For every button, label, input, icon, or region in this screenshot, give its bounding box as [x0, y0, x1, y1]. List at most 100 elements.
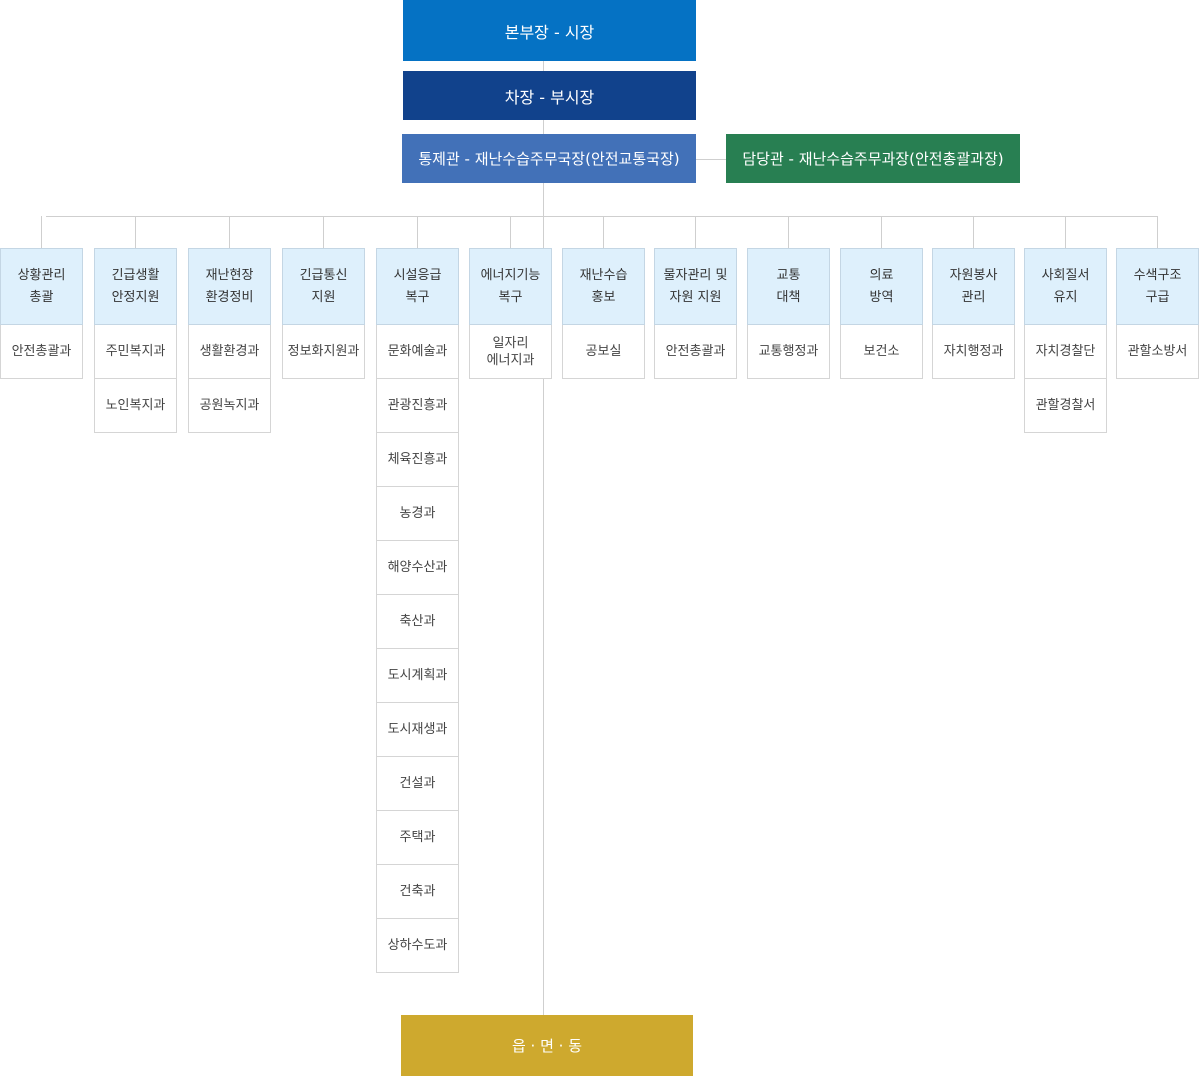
unit-name: 체육진흥과 [387, 452, 448, 467]
department-title-line: 안정지원 [111, 289, 160, 305]
column-drop-line [881, 216, 882, 248]
department-title-line: 구급 [1145, 289, 1170, 305]
unit-name: 노인복지과 [105, 398, 166, 413]
department-title-line: 시설응급 [393, 267, 442, 283]
column-drop-line [510, 216, 511, 248]
unit-cell: 해양수산과 [376, 541, 459, 595]
department-title-line: 복구 [405, 289, 430, 305]
department-title-line: 물자관리 및 [663, 267, 728, 283]
column-drop-line [229, 216, 230, 248]
town-district-label: 읍 · 면 · 동 [511, 1037, 582, 1055]
unit-name: 상하수도과 [387, 938, 448, 953]
unit-cell: 관할경찰서 [1024, 379, 1107, 433]
unit-cell: 생활환경과 [188, 325, 271, 379]
unit-name: 생활환경과 [199, 344, 260, 359]
unit-cell: 관할소방서 [1116, 325, 1199, 379]
unit-cell: 공보실 [562, 325, 645, 379]
unit-name: 문화예술과 [387, 344, 448, 359]
unit-cell: 건축과 [376, 865, 459, 919]
column-drop-line [417, 216, 418, 248]
headquarters-label: 본부장 - 시장 [504, 22, 595, 42]
department-title-line: 방역 [869, 289, 894, 305]
column-drop-line [135, 216, 136, 248]
unit-cell: 도시계획과 [376, 649, 459, 703]
department-title-line: 긴급생활 [111, 267, 160, 283]
unit-name: 주민복지과 [105, 344, 166, 359]
department-title-line: 재난수습 [579, 267, 628, 283]
spine-line [543, 61, 544, 1015]
department-title-line: 홍보 [591, 289, 616, 305]
department-title-line: 재난현장 [205, 267, 254, 283]
department-title-line: 의료 [869, 267, 894, 283]
unit-cell: 체육진흥과 [376, 433, 459, 487]
branch-line [46, 216, 1157, 217]
unit-cell: 축산과 [376, 595, 459, 649]
unit-name: 자치경찰단 [1035, 344, 1096, 359]
unit-cell: 주택과 [376, 811, 459, 865]
department-title-line: 수색구조 [1133, 267, 1182, 283]
unit-name: 도시재생과 [387, 722, 448, 737]
unit-name: 안전총괄과 [11, 344, 72, 359]
controller-label: 통제관 - 재난수습주무국장(안전교통국장) [418, 150, 680, 168]
unit-cell: 안전총괄과 [0, 325, 83, 379]
headquarters-box: 본부장 - 시장 [403, 0, 696, 61]
column-drop-line [973, 216, 974, 248]
officer-in-charge-box: 담당관 - 재난수습주무과장(안전총괄과장) [726, 134, 1020, 183]
unit-name: 농경과 [399, 506, 436, 521]
unit-cell: 공원녹지과 [188, 379, 271, 433]
column-drop-line [1157, 216, 1158, 248]
unit-cell: 문화예술과 [376, 325, 459, 379]
unit-cell: 안전총괄과 [654, 325, 737, 379]
department-title-line: 상황관리 [17, 267, 66, 283]
unit-name: 공보실 [585, 344, 622, 359]
unit-cell: 주민복지과 [94, 325, 177, 379]
controller-box: 통제관 - 재난수습주무국장(안전교통국장) [402, 134, 696, 183]
unit-name: 공원녹지과 [199, 398, 260, 413]
unit-cell: 건설과 [376, 757, 459, 811]
department-title-line: 환경정비 [205, 289, 254, 305]
unit-name: 자치행정과 [943, 344, 1004, 359]
department-title-line: 관리 [961, 289, 986, 305]
department-title-line: 지원 [311, 289, 336, 305]
unit-name: 도시계획과 [387, 668, 448, 683]
department-title-line: 총괄 [29, 289, 54, 305]
column-drop-line [323, 216, 324, 248]
department-title-line: 사회질서 [1041, 267, 1090, 283]
town-district-box: 읍 · 면 · 동 [401, 1015, 693, 1076]
unit-cell: 교통행정과 [747, 325, 830, 379]
unit-name: 해양수산과 [387, 560, 448, 575]
column-drop-line [788, 216, 789, 248]
unit-cell: 정보화지원과 [282, 325, 365, 379]
unit-cell: 도시재생과 [376, 703, 459, 757]
unit-name: 축산과 [399, 614, 436, 629]
column-drop-line [603, 216, 604, 248]
unit-name: 관할경찰서 [1035, 398, 1096, 413]
department-title-line: 유지 [1053, 289, 1078, 305]
unit-name: 관광진흥과 [387, 398, 448, 413]
unit-cell: 농경과 [376, 487, 459, 541]
unit-name: 주택과 [399, 830, 436, 845]
column-drop-line [41, 216, 42, 248]
unit-name: 일자리 [492, 335, 529, 351]
unit-cell: 상하수도과 [376, 919, 459, 973]
unit-cell: 관광진흥과 [376, 379, 459, 433]
unit-cell: 보건소 [840, 325, 923, 379]
department-title-line: 긴급통신 [299, 267, 348, 283]
